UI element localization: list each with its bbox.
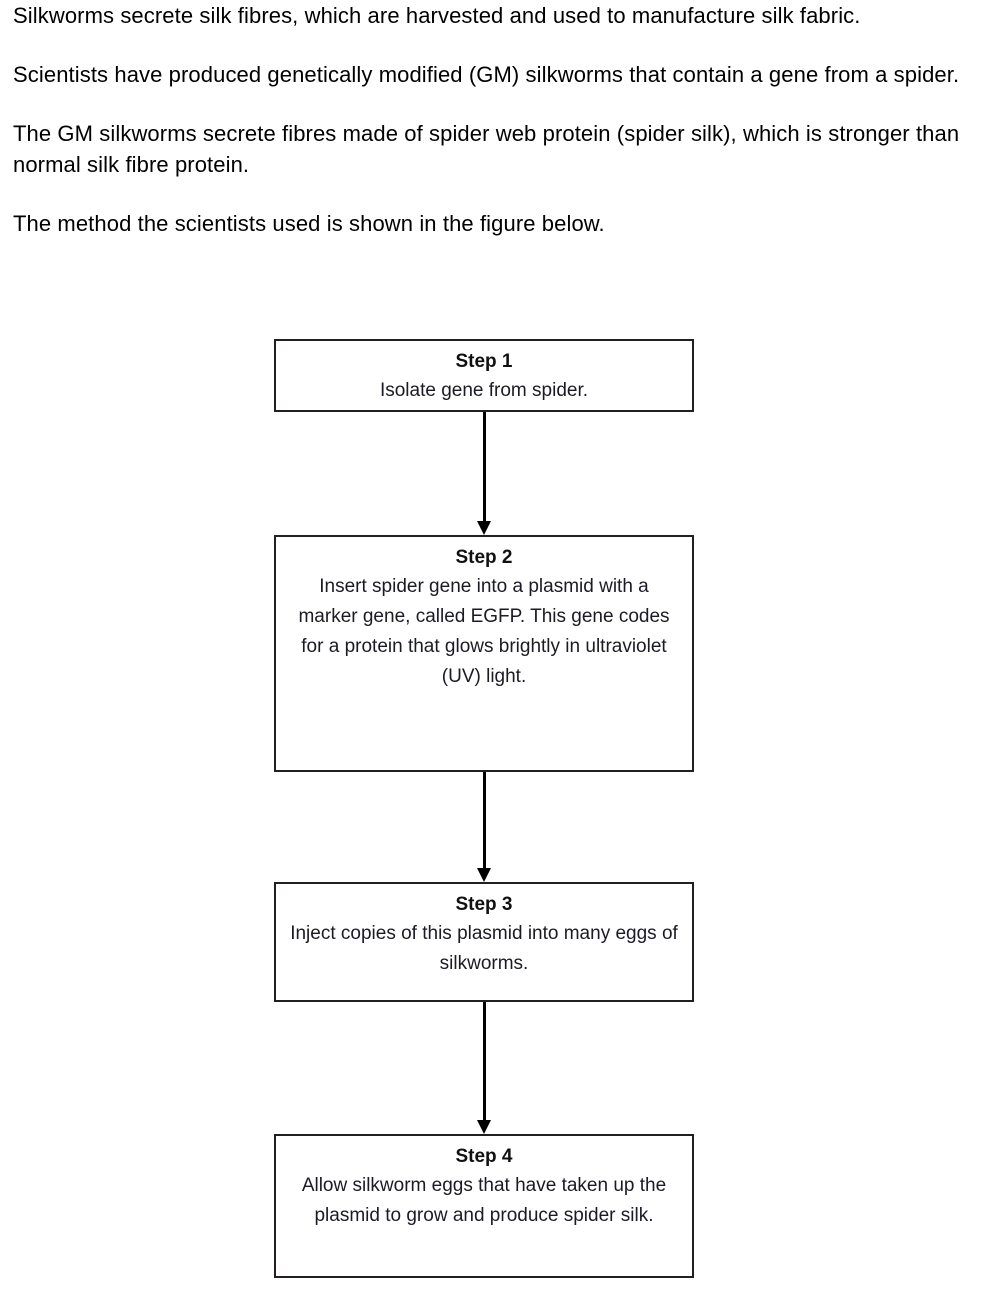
intro-text-block: Silkworms secrete silk fibres, which are… bbox=[13, 0, 988, 239]
arrow-shaft bbox=[483, 1002, 486, 1120]
step-3-body: Inject copies of this plasmid into many … bbox=[290, 923, 678, 974]
flowchart-step-1: Step 1 Isolate gene from spider. bbox=[274, 339, 694, 412]
arrow-shaft bbox=[483, 412, 486, 521]
flowchart-step-2: Step 2 Insert spider gene into a plasmid… bbox=[274, 535, 694, 772]
step-1-title: Step 1 bbox=[455, 351, 513, 372]
arrow-head bbox=[477, 1120, 491, 1134]
intro-paragraph-3: The GM silkworms secrete fibres made of … bbox=[13, 121, 960, 177]
intro-paragraph-4: The method the scientists used is shown … bbox=[13, 211, 605, 236]
down-arrow-icon-step1-to-step2 bbox=[477, 412, 491, 535]
step-3-title: Step 3 bbox=[455, 894, 513, 915]
step-2-body: Insert spider gene into a plasmid with a… bbox=[298, 576, 670, 687]
step-4-title: Step 4 bbox=[455, 1146, 513, 1167]
step-2-title: Step 2 bbox=[455, 547, 513, 568]
down-arrow-icon-step2-to-step3 bbox=[477, 772, 491, 882]
intro-paragraph-1: Silkworms secrete silk fibres, which are… bbox=[13, 3, 861, 28]
step-1-body: Isolate gene from spider. bbox=[379, 380, 589, 401]
step-4-body: Allow silkworm eggs that have taken up t… bbox=[301, 1175, 667, 1226]
intro-paragraph-2: Scientists have produced genetically mod… bbox=[13, 62, 960, 87]
arrow-head bbox=[477, 868, 491, 882]
flowchart-step-3: Step 3 Inject copies of this plasmid int… bbox=[274, 882, 694, 1002]
arrow-shaft bbox=[483, 772, 486, 868]
down-arrow-icon-step3-to-step4 bbox=[477, 1002, 491, 1134]
flowchart-step-4: Step 4 Allow silkworm eggs that have tak… bbox=[274, 1134, 694, 1278]
arrow-head bbox=[477, 521, 491, 535]
